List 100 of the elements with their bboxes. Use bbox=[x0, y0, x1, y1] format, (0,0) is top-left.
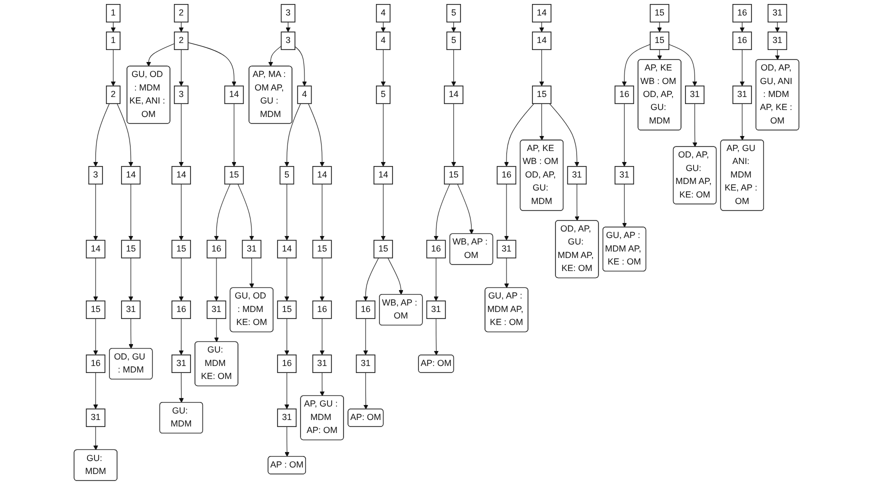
node-box: 31 bbox=[86, 408, 106, 427]
arrow bbox=[110, 22, 116, 32]
arrow bbox=[286, 22, 291, 32]
node-box: 14 bbox=[224, 86, 244, 104]
arrow bbox=[238, 184, 254, 241]
node-box: 31 bbox=[685, 86, 704, 104]
node-box: 31 bbox=[356, 354, 376, 373]
node-box: 5 bbox=[280, 166, 294, 184]
arrow bbox=[504, 103, 534, 167]
node-box: 4 bbox=[376, 4, 391, 22]
arrow bbox=[268, 46, 282, 67]
arrow bbox=[284, 258, 290, 302]
node-box: 5 bbox=[446, 4, 461, 22]
node-box: 15 bbox=[224, 166, 244, 184]
arrow bbox=[214, 258, 219, 302]
node-box: 16 bbox=[426, 240, 446, 258]
node-box: 15 bbox=[532, 86, 552, 104]
node-box: 14 bbox=[444, 86, 464, 104]
arrow bbox=[363, 258, 379, 302]
arrow bbox=[434, 184, 450, 241]
arrow bbox=[320, 258, 324, 302]
arrow bbox=[775, 49, 780, 60]
arrow bbox=[740, 49, 745, 86]
arrow bbox=[320, 372, 325, 396]
node-box: 15 bbox=[86, 300, 106, 319]
node-box: 1 bbox=[106, 32, 120, 50]
node-box: 3 bbox=[88, 166, 103, 184]
arrow bbox=[692, 103, 698, 148]
node-box: 31 bbox=[312, 354, 332, 373]
arrow bbox=[774, 22, 780, 32]
arrow bbox=[188, 42, 236, 86]
arrow bbox=[284, 103, 301, 167]
node-box: 15 bbox=[374, 240, 393, 258]
arrow bbox=[451, 49, 456, 86]
node-box: 5 bbox=[376, 86, 391, 104]
arrow bbox=[214, 318, 219, 342]
arrow bbox=[622, 184, 627, 228]
node-box: 31 bbox=[614, 166, 634, 184]
node-box: 14 bbox=[374, 166, 393, 184]
arrow bbox=[622, 103, 627, 167]
node-box: 31 bbox=[567, 166, 587, 184]
node-box: 16 bbox=[312, 300, 332, 319]
node-box: 16 bbox=[732, 32, 752, 50]
arrow bbox=[110, 49, 116, 86]
arrow bbox=[146, 43, 175, 67]
arrow bbox=[232, 103, 236, 167]
arrow bbox=[539, 49, 544, 86]
arrow bbox=[128, 318, 134, 349]
arrow bbox=[284, 426, 290, 457]
node-box: 15 bbox=[444, 166, 464, 184]
arrow bbox=[178, 49, 184, 86]
arrow bbox=[657, 22, 662, 32]
node-box: 3 bbox=[280, 32, 296, 50]
node-box: 3 bbox=[280, 4, 296, 22]
node-box: 31 bbox=[121, 300, 141, 319]
arrow bbox=[539, 22, 544, 32]
node-box: 14 bbox=[277, 240, 297, 258]
arrow bbox=[320, 184, 324, 241]
node-box: 3 bbox=[174, 86, 188, 104]
node-box: 31 bbox=[768, 32, 788, 50]
node-box: 16 bbox=[496, 166, 516, 184]
arrow bbox=[380, 49, 386, 86]
arrow bbox=[434, 318, 439, 356]
node-box: 16 bbox=[356, 300, 376, 319]
arrow bbox=[93, 426, 98, 450]
node-box: 16 bbox=[732, 4, 752, 22]
arrow bbox=[116, 103, 134, 167]
arrow bbox=[178, 258, 184, 302]
node-box: 15 bbox=[121, 240, 141, 258]
arrow bbox=[284, 318, 290, 356]
node-box: 16 bbox=[172, 300, 191, 319]
arrow bbox=[93, 184, 98, 241]
node-box: 5 bbox=[446, 32, 461, 50]
arrow bbox=[657, 49, 662, 60]
arrow bbox=[740, 22, 745, 32]
arrow bbox=[504, 258, 509, 288]
arrow bbox=[128, 184, 134, 241]
node-box: 4 bbox=[297, 86, 312, 104]
arrow bbox=[451, 103, 456, 167]
arrow bbox=[549, 103, 580, 167]
arrow bbox=[178, 318, 184, 356]
arrow bbox=[363, 318, 368, 356]
node-box: 15 bbox=[172, 240, 191, 258]
arrow bbox=[128, 258, 134, 302]
arrow bbox=[457, 184, 474, 234]
arrow bbox=[380, 103, 386, 167]
node-box: 31 bbox=[426, 300, 446, 319]
arrow bbox=[388, 258, 404, 295]
node-box: 14 bbox=[532, 4, 552, 22]
node-box: 16 bbox=[206, 240, 226, 258]
arrow bbox=[178, 103, 184, 167]
arrow bbox=[214, 184, 230, 241]
arrow bbox=[178, 22, 184, 32]
node-box: 16 bbox=[277, 354, 297, 373]
node-box: 14 bbox=[172, 166, 191, 184]
arrow bbox=[294, 46, 307, 86]
arrow bbox=[178, 372, 184, 403]
node-box: 15 bbox=[277, 300, 297, 319]
arrow bbox=[363, 372, 368, 410]
node-box: 31 bbox=[732, 86, 752, 104]
